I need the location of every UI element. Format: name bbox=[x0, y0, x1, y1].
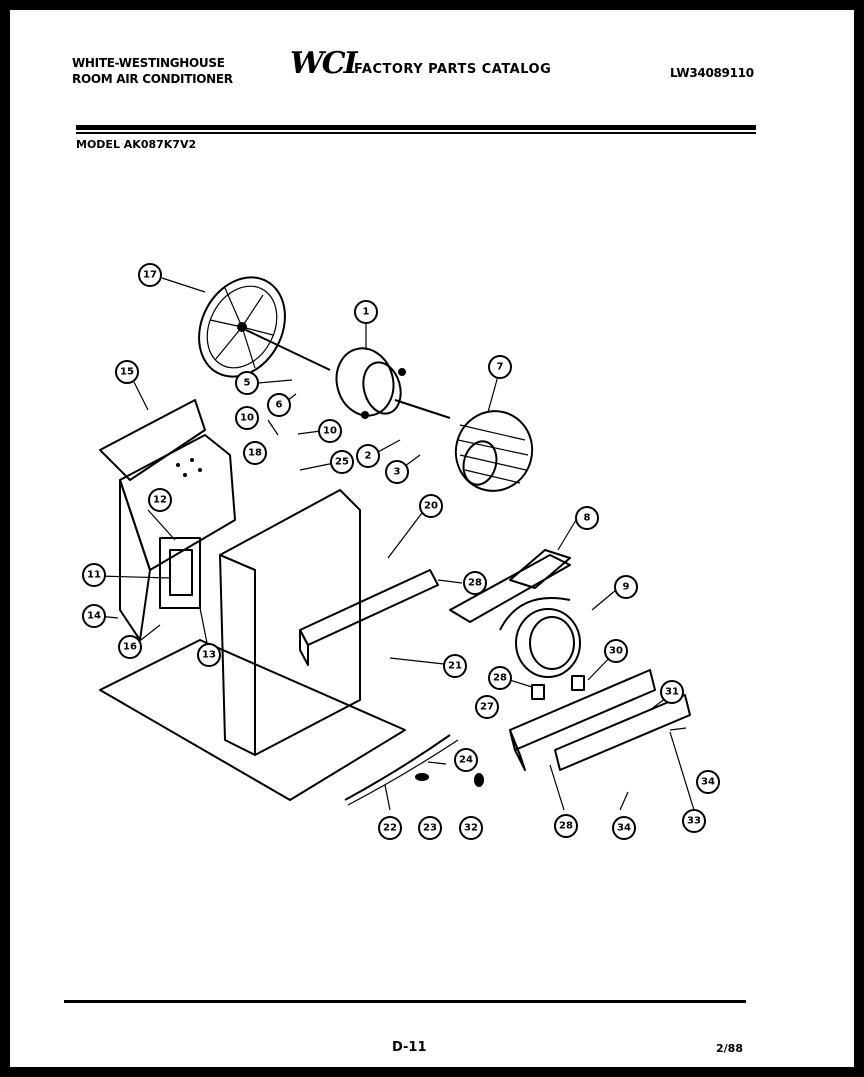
model-number: MODEL AK087K7V2 bbox=[76, 138, 197, 151]
callout-10-right: 10 bbox=[318, 419, 342, 443]
callout-18: 18 bbox=[243, 441, 267, 465]
svg-text:30: 30 bbox=[609, 646, 623, 657]
catalog-title: FACTORY PARTS CATALOG bbox=[354, 62, 552, 77]
svg-text:2: 2 bbox=[365, 451, 372, 462]
callout-28-top: 28 bbox=[463, 571, 487, 595]
catalog-number: LW34089110 bbox=[670, 66, 754, 80]
svg-text:10: 10 bbox=[240, 413, 254, 424]
fan-blade-wheel bbox=[198, 276, 331, 378]
page-number: D-11 bbox=[392, 1040, 427, 1055]
chassis-bulkhead bbox=[99, 489, 439, 801]
svg-text:24: 24 bbox=[459, 755, 473, 766]
svg-text:34: 34 bbox=[617, 823, 631, 834]
parts-catalog-page: { "header": { "brand_line1": "WHITE-WEST… bbox=[10, 10, 854, 1067]
svg-text:28: 28 bbox=[559, 821, 573, 832]
callout-23: 23 bbox=[418, 816, 442, 840]
callout-28-bottom: 28 bbox=[554, 814, 578, 838]
callout-29-mid: 28 bbox=[488, 666, 512, 690]
svg-text:13: 13 bbox=[202, 650, 216, 661]
callout-11: 11 bbox=[82, 563, 106, 587]
callout-22: 22 bbox=[378, 816, 402, 840]
svg-text:16: 16 bbox=[123, 642, 137, 653]
svg-text:7: 7 bbox=[497, 362, 504, 373]
wire-harness bbox=[344, 734, 484, 806]
svg-text:27: 27 bbox=[480, 702, 494, 713]
callout-24: 24 bbox=[454, 748, 478, 772]
callout-1: 1 bbox=[354, 300, 378, 324]
product-type: ROOM AIR CONDITIONER bbox=[72, 72, 233, 86]
svg-text:28: 28 bbox=[493, 673, 507, 684]
brand-name: WHITE-WESTINGHOUSE bbox=[72, 56, 225, 70]
front-grille-frame bbox=[99, 399, 236, 641]
date-code: 2/88 bbox=[716, 1042, 743, 1055]
svg-text:12: 12 bbox=[153, 495, 167, 506]
callout-20: 20 bbox=[419, 494, 443, 518]
callout-31: 31 bbox=[660, 680, 684, 704]
callout-2: 2 bbox=[356, 444, 380, 468]
callout-13: 13 bbox=[197, 643, 221, 667]
svg-text:18: 18 bbox=[248, 448, 262, 459]
svg-text:8: 8 bbox=[584, 513, 591, 524]
callout-15: 15 bbox=[115, 360, 139, 384]
blower-scroll bbox=[449, 549, 581, 678]
callout-17: 17 bbox=[138, 263, 162, 287]
callout-8: 8 bbox=[575, 506, 599, 530]
svg-text:15: 15 bbox=[120, 367, 134, 378]
callout-12: 12 bbox=[148, 488, 172, 512]
callout-16: 16 bbox=[118, 635, 142, 659]
svg-text:31: 31 bbox=[665, 687, 679, 698]
callout-27: 27 bbox=[475, 695, 499, 719]
callout-21: 21 bbox=[443, 654, 467, 678]
svg-text:21: 21 bbox=[448, 661, 462, 672]
svg-text:9: 9 bbox=[623, 582, 630, 593]
header-rule-thin bbox=[76, 132, 756, 134]
blower-wheel bbox=[454, 410, 534, 492]
callout-25: 25 bbox=[330, 450, 354, 474]
callout-3: 3 bbox=[385, 460, 409, 484]
callout-32: 32 bbox=[459, 816, 483, 840]
svg-text:17: 17 bbox=[143, 270, 157, 281]
svg-text:14: 14 bbox=[87, 611, 101, 622]
svg-text:33: 33 bbox=[687, 816, 701, 827]
callout-9: 9 bbox=[614, 575, 638, 599]
footer-rule bbox=[64, 1000, 746, 1003]
svg-text:34: 34 bbox=[701, 777, 715, 788]
header-rule bbox=[76, 125, 756, 130]
svg-text:10: 10 bbox=[323, 426, 337, 437]
svg-text:28: 28 bbox=[468, 578, 482, 589]
callout-33: 33 bbox=[682, 809, 706, 833]
svg-text:6: 6 bbox=[276, 400, 283, 411]
svg-text:32: 32 bbox=[464, 823, 478, 834]
svg-text:1: 1 bbox=[363, 307, 370, 318]
svg-text:23: 23 bbox=[423, 823, 437, 834]
control-bracket bbox=[509, 669, 691, 771]
exploded-parts-diagram: 17 1 7 15 5 6 10 10 18 25 2 3 12 20 8 11… bbox=[82, 263, 720, 840]
callout-14: 14 bbox=[82, 604, 106, 628]
callout-34-right: 34 bbox=[696, 770, 720, 794]
callout-10-left: 10 bbox=[235, 406, 259, 430]
callout-7: 7 bbox=[488, 355, 512, 379]
svg-text:20: 20 bbox=[424, 501, 438, 512]
callout-leaders bbox=[97, 277, 695, 811]
svg-text:11: 11 bbox=[87, 570, 101, 581]
callout-34-bottom: 34 bbox=[612, 816, 636, 840]
fan-motor bbox=[335, 347, 451, 419]
callout-5: 5 bbox=[235, 371, 259, 395]
wci-logo: WCI bbox=[290, 46, 358, 81]
callout-6: 6 bbox=[267, 393, 291, 417]
svg-text:3: 3 bbox=[394, 467, 401, 478]
svg-text:22: 22 bbox=[383, 823, 397, 834]
svg-text:5: 5 bbox=[244, 378, 251, 389]
callout-30: 30 bbox=[604, 639, 628, 663]
svg-text:25: 25 bbox=[335, 457, 349, 468]
